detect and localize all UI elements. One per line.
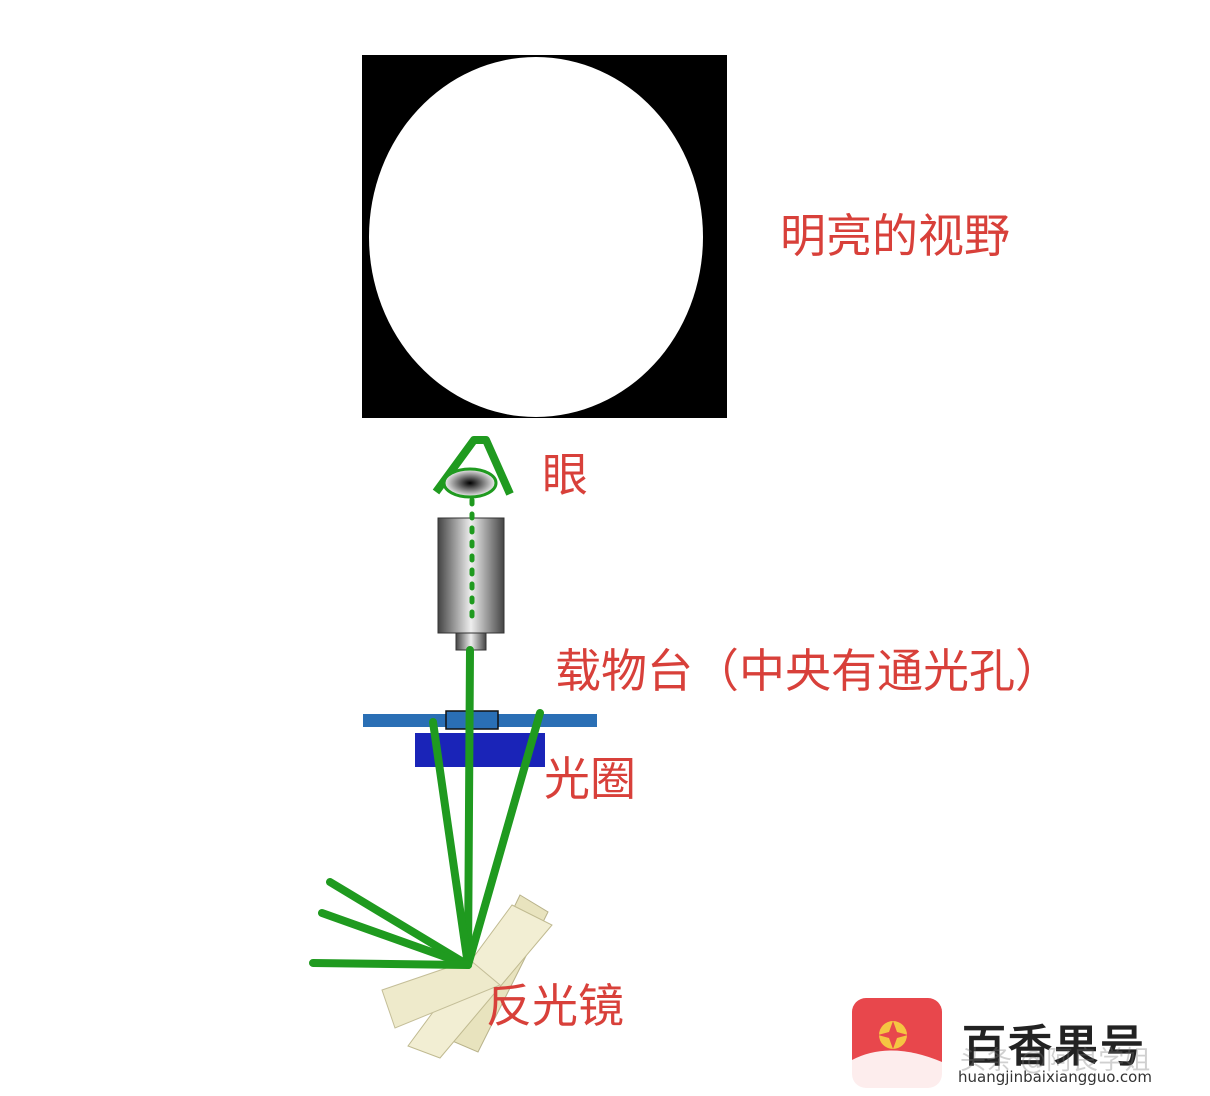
label-stage: 载物台（中央有通光孔） xyxy=(555,644,1061,698)
label-eye: 眼 xyxy=(542,448,588,502)
mirror xyxy=(381,894,553,1059)
field-of-view xyxy=(362,55,727,418)
watermark-overlay: 头条 @阿良学姐 xyxy=(960,1046,1151,1076)
light-rays xyxy=(309,646,544,969)
brand-logo-icon xyxy=(852,998,942,1088)
label-bright-field: 明亮的视野 xyxy=(780,209,1010,263)
stage xyxy=(363,710,597,730)
eye-icon xyxy=(432,436,514,499)
watermark-site: huangjinbaixiangguo.com xyxy=(958,1068,1152,1086)
label-mirror: 反光镜 xyxy=(486,979,624,1033)
watermark-brand: 百香果号 xyxy=(962,1021,1146,1072)
bright-field-circle xyxy=(369,57,703,417)
label-diaphragm: 光圈 xyxy=(544,752,636,806)
